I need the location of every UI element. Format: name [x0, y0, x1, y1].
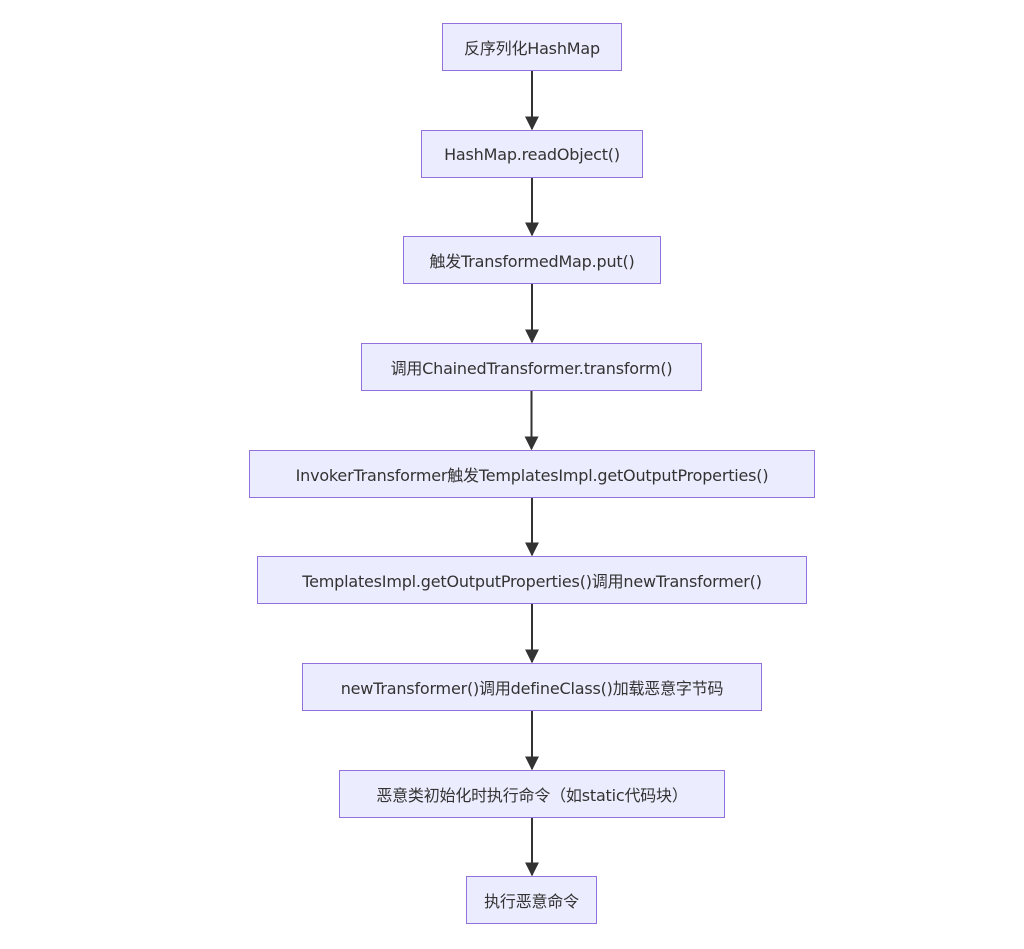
node-label: 恶意类初始化时执行命令（如static代码块） — [376, 786, 688, 805]
node-templatesimpl-getoutputproperties: TemplatesImpl.getOutputProperties()调用new… — [257, 556, 807, 604]
node-label: InvokerTransformer触发TemplatesImpl.getOut… — [295, 466, 769, 485]
node-label: newTransformer()调用defineClass()加载恶意字节码 — [340, 679, 724, 698]
node-newtransformer-defineclass: newTransformer()调用defineClass()加载恶意字节码 — [302, 663, 762, 711]
node-label: 执行恶意命令 — [484, 892, 579, 911]
node-chainedtransformer-transform: 调用ChainedTransformer.transform() — [361, 343, 702, 391]
node-label: HashMap.readObject() — [444, 144, 620, 164]
node-invokertransformer: InvokerTransformer触发TemplatesImpl.getOut… — [249, 450, 815, 498]
node-execute-malicious-command: 执行恶意命令 — [466, 876, 597, 924]
node-hashmap-readobject: HashMap.readObject() — [421, 130, 643, 178]
node-label: 调用ChainedTransformer.transform() — [390, 359, 673, 378]
node-transformedmap-put: 触发TransformedMap.put() — [403, 236, 661, 284]
node-label: TemplatesImpl.getOutputProperties()调用new… — [302, 572, 762, 591]
node-label: 触发TransformedMap.put() — [429, 252, 635, 271]
node-label: 反序列化HashMap — [464, 39, 600, 58]
node-deserialize-hashmap: 反序列化HashMap — [442, 23, 622, 71]
node-malicious-class-init: 恶意类初始化时执行命令（如static代码块） — [339, 770, 725, 818]
